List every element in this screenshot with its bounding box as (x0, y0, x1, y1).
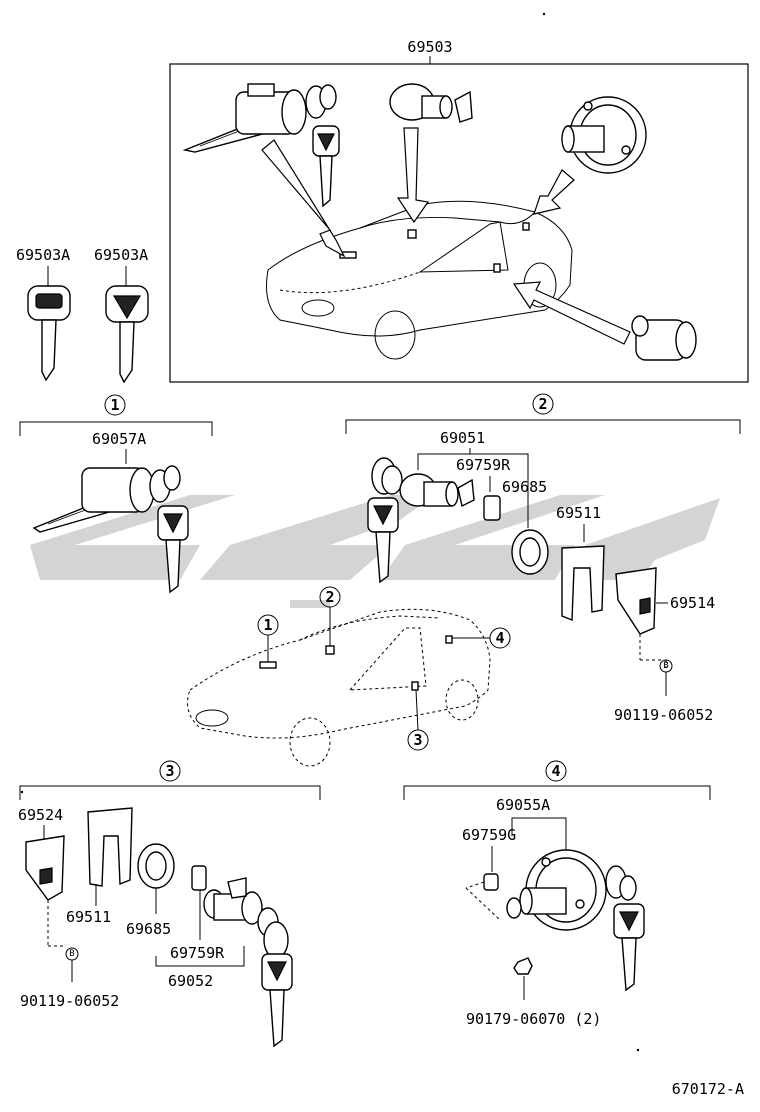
retainer-69759G-illustration (483, 873, 499, 891)
b-marker-g3: B (69, 949, 74, 959)
part-label-69514[interactable]: 69514 (670, 594, 715, 612)
assembly-69503-group: 69503 (169, 38, 749, 383)
cover-69514-illustration (615, 567, 657, 635)
callout-3-car: 3 (413, 731, 422, 749)
cover-69524-illustration (25, 835, 65, 901)
callout-4-car: 4 (495, 629, 504, 647)
part-label-69503A-left[interactable]: 69503A (16, 246, 70, 264)
car-illustration-top (266, 200, 573, 360)
car-illustration-center: 1 2 4 3 (187, 586, 511, 767)
assembly-frame (169, 63, 749, 383)
callout-2-car: 2 (325, 588, 334, 606)
part-label-69759G[interactable]: 69759G (462, 826, 516, 844)
part-label-69511-g3[interactable]: 69511 (66, 908, 111, 926)
door-lock-69051-illustration (367, 457, 475, 584)
part-label-90119-06052-g3[interactable]: 90119-06052 (20, 992, 119, 1010)
part-label-69511-g2[interactable]: 69511 (556, 504, 601, 522)
part-label-69055A[interactable]: 69055A (496, 796, 550, 814)
group-2: 2 69051 69759R 69685 69511 (345, 393, 741, 724)
part-label-69057A[interactable]: 69057A (92, 430, 146, 448)
pad-69685-illustration-g2 (511, 529, 549, 575)
nut-90179-illustration (513, 957, 533, 975)
ignition-cylinder-illustration (182, 83, 340, 208)
bracket-69511-illustration-g2 (561, 545, 605, 622)
ignition-cylinder-69057A-illustration (32, 465, 189, 594)
part-label-69759R-g2[interactable]: 69759R (456, 456, 511, 474)
luggage-lock-69055A-illustration (506, 849, 645, 992)
part-label-69524[interactable]: 69524 (18, 806, 63, 824)
key-69503A-right-group: 69503A (94, 246, 149, 384)
door-lock-69052-illustration (203, 877, 293, 1048)
part-label-69759R-g3[interactable]: 69759R (170, 944, 225, 962)
diagram-code: 670172-A (672, 1080, 744, 1098)
part-label-69503A-right[interactable]: 69503A (94, 246, 148, 264)
group-4: 4 69055A 69759G 90179-0607 (403, 760, 711, 1028)
callout-3-group: 3 (165, 762, 174, 780)
callout-2-group: 2 (538, 395, 547, 413)
door-lock-illustration-bottom (631, 315, 697, 361)
part-label-69503[interactable]: 69503 (407, 38, 452, 56)
callout-1-car: 1 (263, 616, 272, 634)
part-label-69051[interactable]: 69051 (440, 429, 485, 447)
part-label-69685-g3[interactable]: 69685 (126, 920, 171, 938)
bracket-69511-illustration-g3 (87, 807, 133, 887)
pad-69685-illustration-g3 (137, 843, 175, 889)
pointer-arrows-top (261, 127, 631, 345)
callout-4-group: 4 (551, 762, 560, 780)
retainer-69759R-illustration-g3 (191, 865, 207, 891)
door-lock-illustration-top (389, 83, 473, 123)
part-label-90179-06070[interactable]: 90179-06070 (2) (466, 1010, 601, 1028)
b-marker-g2: B (663, 661, 668, 671)
group-1: 1 69057A (19, 394, 213, 594)
retainer-69759R-illustration-g2 (483, 495, 501, 521)
part-label-69685-g2[interactable]: 69685 (502, 478, 547, 496)
group-3: 3 69524 B 90119-06052 69511 69685 69759R (18, 760, 321, 1048)
part-label-69052[interactable]: 69052 (168, 972, 213, 990)
key-69503A-left-group: 69503A (16, 246, 71, 382)
part-label-90119-06052-g2[interactable]: 90119-06052 (614, 706, 713, 724)
callout-1-group: 1 (110, 396, 119, 414)
luggage-lock-illustration-top (561, 96, 647, 174)
